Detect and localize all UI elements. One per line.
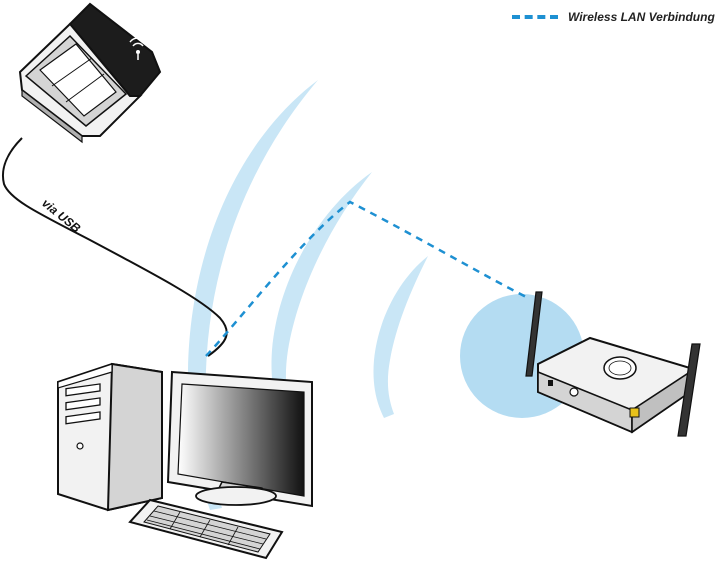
keyboard	[128, 498, 284, 560]
legend-label: Wireless LAN Verbindung	[568, 10, 715, 24]
router-antenna-left	[525, 291, 543, 377]
wave-arc-inner	[373, 256, 428, 418]
monitor-screen	[177, 383, 305, 497]
usb-wlan-dongle	[18, 2, 162, 144]
router-antenna-right	[677, 343, 701, 437]
wireless-router	[525, 291, 701, 437]
legend: Wireless LAN Verbindung	[512, 10, 715, 24]
legend-dashed-line-swatch	[512, 15, 558, 19]
wireless-link-line	[205, 200, 529, 357]
wifi-symbol-icon	[129, 37, 147, 60]
monitor	[166, 370, 313, 508]
pc-tower	[57, 362, 163, 512]
usb-cable	[2, 137, 228, 357]
